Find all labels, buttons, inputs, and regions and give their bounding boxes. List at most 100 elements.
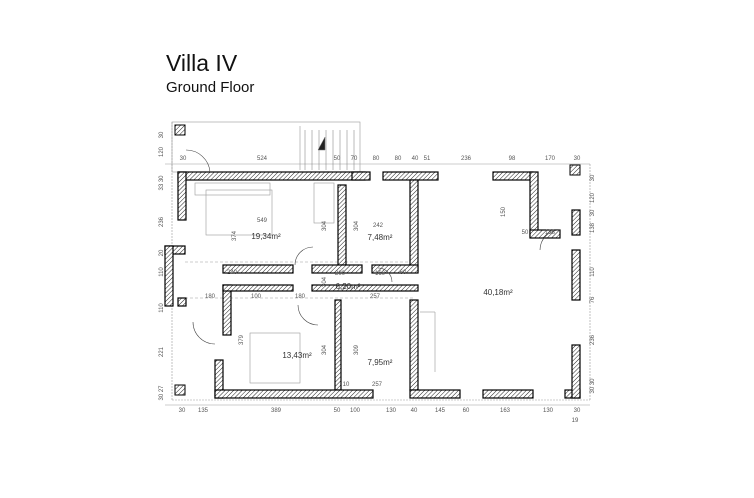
outline-lines bbox=[165, 121, 591, 406]
dimension-top: 70 bbox=[351, 156, 358, 162]
room-area-label: 40,18m² bbox=[483, 288, 513, 297]
dimension-bottom: 389 bbox=[271, 408, 282, 414]
dimension-left: 30 bbox=[159, 131, 165, 138]
dimension-top: 30 bbox=[180, 156, 187, 162]
plan-title: Villa IV bbox=[166, 50, 238, 76]
dimension-interior: 200 bbox=[335, 271, 346, 277]
dimension-top: 40 bbox=[412, 156, 419, 162]
room-area-label: 13,43m² bbox=[282, 351, 312, 360]
dimension-interior: 374 bbox=[232, 230, 238, 241]
dimension-right: 138 bbox=[590, 222, 596, 233]
dimension-bottom: 30 bbox=[574, 408, 581, 414]
dimension-interior: 304 bbox=[322, 276, 328, 287]
dimension-bottom: 40 bbox=[411, 408, 418, 414]
dimension-bottom: 30 bbox=[179, 408, 186, 414]
dimension-right: 76 bbox=[590, 296, 596, 303]
dimension-bottom: 60 bbox=[463, 408, 470, 414]
dimension-top: 524 bbox=[257, 156, 268, 162]
dimension-left: 33 30 bbox=[159, 175, 165, 191]
wall-segment bbox=[371, 264, 419, 274]
column bbox=[174, 384, 186, 396]
wall-segment bbox=[571, 344, 581, 399]
dimension-top: 30 bbox=[574, 156, 581, 162]
wall-segment bbox=[409, 179, 419, 273]
dimension-interior: 304 bbox=[354, 220, 360, 231]
dimension-interior: 304 bbox=[322, 344, 328, 355]
dimension-left: 236 bbox=[159, 216, 165, 227]
dimension-bottom: 130 bbox=[543, 408, 554, 414]
dimension-interior: 304 bbox=[322, 220, 328, 231]
dimension-bottom: 19 bbox=[572, 418, 579, 424]
wall-segment bbox=[177, 171, 187, 221]
dimension-top: 236 bbox=[461, 156, 472, 162]
wall-segment bbox=[337, 184, 347, 266]
walls bbox=[164, 124, 581, 399]
dimension-left: 110 bbox=[159, 267, 165, 277]
wall-segment bbox=[222, 284, 232, 336]
wall-segment bbox=[409, 299, 419, 391]
dimension-left: 20 bbox=[159, 249, 165, 256]
room-area-label: 6,20m² bbox=[336, 282, 361, 291]
dimension-interior: 138 bbox=[545, 230, 556, 236]
dimension-interior: 10 bbox=[343, 382, 350, 388]
dimension-interior: 257 bbox=[372, 382, 383, 388]
dimension-top: 170 bbox=[545, 156, 556, 162]
room-area-label: 19,34m² bbox=[251, 232, 281, 241]
wall-segment bbox=[311, 264, 363, 274]
dimension-top: 98 bbox=[509, 156, 516, 162]
room-area-label: 7,95m² bbox=[368, 358, 393, 367]
dimension-left: 30 27 bbox=[159, 385, 165, 401]
dimension-left: 120 bbox=[159, 146, 165, 157]
wall-segment bbox=[177, 297, 187, 307]
wall-segment bbox=[351, 171, 371, 181]
wall-segment bbox=[409, 389, 461, 399]
wall-segment bbox=[482, 389, 534, 399]
wall-segment bbox=[382, 171, 439, 181]
wall-segment bbox=[571, 249, 581, 301]
wall-segment bbox=[164, 245, 174, 307]
dimension-right: 110 bbox=[590, 267, 596, 277]
dimension-top: 51 bbox=[424, 156, 431, 162]
wall-segment bbox=[222, 264, 294, 274]
door-swings bbox=[185, 149, 561, 345]
dimension-interior: 257 bbox=[370, 294, 381, 300]
dimension-top: 80 bbox=[373, 156, 380, 162]
dimension-interior: 242 bbox=[373, 223, 384, 229]
wall-segment bbox=[529, 229, 561, 239]
dimension-interior: 549 bbox=[257, 218, 268, 224]
dimension-interior: 150 bbox=[501, 206, 507, 217]
dimension-left: 221 bbox=[159, 346, 165, 357]
dimension-interior: 379 bbox=[239, 334, 245, 345]
dimension-bottom: 50 bbox=[334, 408, 341, 414]
column bbox=[174, 124, 186, 136]
dimension-right: 120 bbox=[590, 192, 596, 203]
wall-segment bbox=[214, 389, 374, 399]
dimension-interior: 180 bbox=[295, 294, 306, 300]
dimension-interior: 180 bbox=[205, 294, 216, 300]
dimension-right: 30 30 bbox=[590, 378, 596, 394]
dimension-bottom: 163 bbox=[500, 408, 511, 414]
wall-segment bbox=[492, 171, 534, 181]
dimension-left: 110 bbox=[159, 303, 165, 313]
dimension-interior: 60 bbox=[400, 270, 407, 276]
dimension-interior: 160 bbox=[375, 271, 386, 277]
room-area-label: 7,48m² bbox=[368, 233, 393, 242]
dimension-right: 236 bbox=[590, 334, 596, 345]
wall-segment bbox=[334, 299, 342, 391]
plan-subtitle: Ground Floor bbox=[166, 79, 255, 96]
dimension-bottom: 130 bbox=[386, 408, 397, 414]
dimension-interior: 240 bbox=[227, 270, 238, 276]
dimension-bottom: 100 bbox=[350, 408, 361, 414]
dimension-bottom: 145 bbox=[435, 408, 446, 414]
wall-segment bbox=[177, 171, 366, 181]
dimension-right: 30 bbox=[590, 174, 596, 181]
wall-segment bbox=[571, 209, 581, 236]
wall-segment bbox=[529, 171, 539, 238]
wall-segment bbox=[222, 284, 294, 292]
dimension-interior: 50 bbox=[522, 230, 529, 236]
dimension-interior: 100 bbox=[251, 294, 262, 300]
wall-segment bbox=[311, 284, 419, 292]
dimension-top: 50 bbox=[334, 156, 341, 162]
dimension-right: 30 bbox=[590, 209, 596, 216]
